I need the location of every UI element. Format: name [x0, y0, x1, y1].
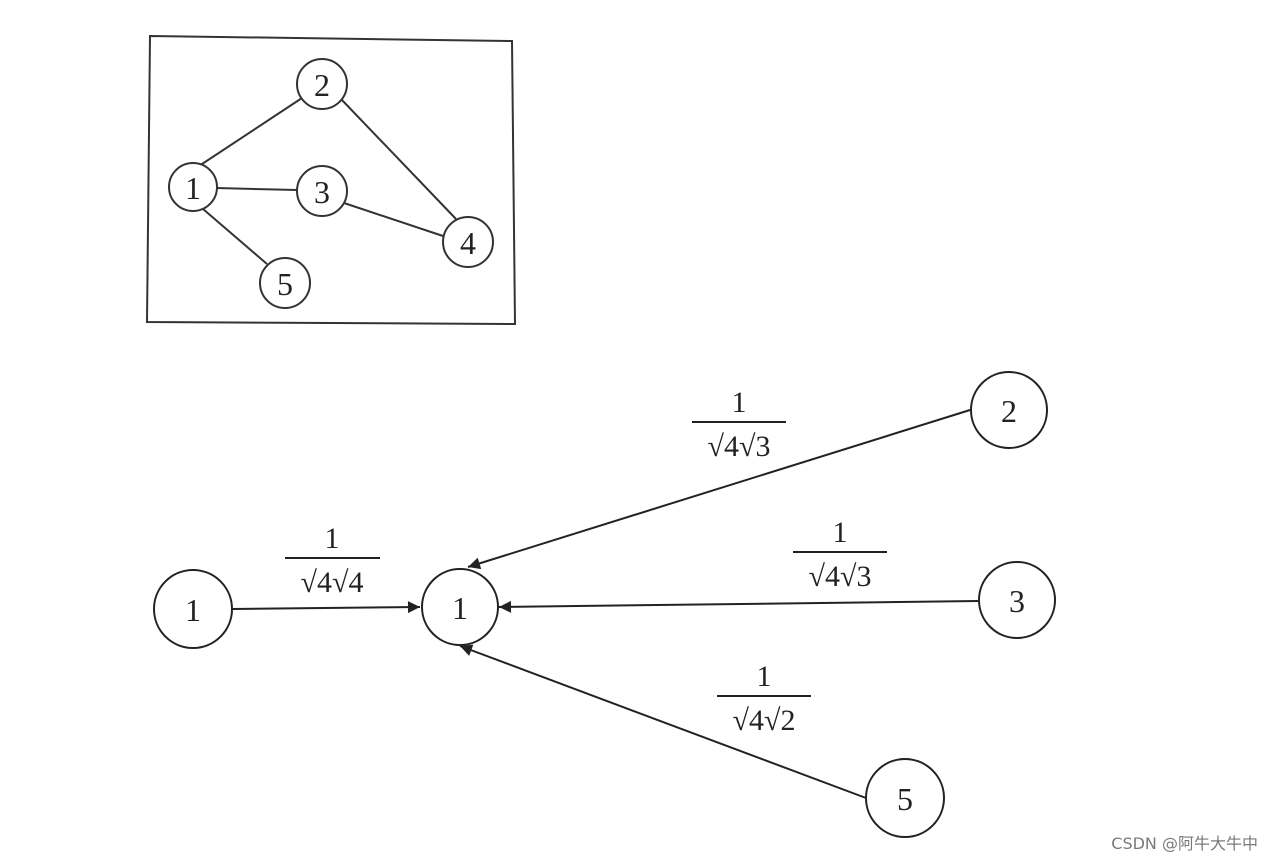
- source-node-label: 5: [897, 781, 913, 817]
- message-arrow: [231, 601, 421, 614]
- graph-inset: 1 2 3 4 5: [145, 34, 517, 326]
- graph-edge-1-2: [198, 97, 303, 167]
- target-node-label: 1: [452, 590, 468, 626]
- graph-node-label: 3: [314, 174, 330, 210]
- weight-denominator: √4√3: [708, 430, 771, 463]
- weight-numerator: 1: [833, 516, 848, 549]
- graph-node: 3: [296, 165, 348, 217]
- weight-denominator: √4√3: [809, 560, 872, 593]
- graph-edge-1-3: [215, 187, 298, 191]
- graph-node-label: 1: [185, 170, 201, 206]
- weight-numerator: 1: [757, 660, 772, 693]
- edge-weight: 1 √4√4: [285, 522, 380, 599]
- watermark: CSDN @阿牛大牛中: [1111, 834, 1258, 853]
- source-node: 1: [153, 569, 233, 649]
- edge-weight: 1 √4√3: [692, 386, 786, 463]
- edge-weight: 1 √4√2: [717, 660, 811, 737]
- edge-weight: 1 √4√3: [793, 516, 887, 593]
- graph-node-label: 2: [314, 67, 330, 103]
- weight-denominator: √4√2: [733, 704, 796, 737]
- weight-numerator: 1: [732, 386, 747, 419]
- graph-edge-1-5: [202, 208, 268, 265]
- graph-node-label: 5: [277, 266, 293, 302]
- aggregation-diagram: 1 1 2 3 5 1 √4√4 1 √4√3: [153, 371, 1056, 838]
- source-node-label: 1: [185, 592, 201, 628]
- weight-numerator: 1: [325, 522, 340, 555]
- graph-node: 2: [296, 58, 348, 110]
- message-arrow: [467, 409, 971, 570]
- source-node: 5: [865, 758, 945, 838]
- graph-node: 4: [442, 216, 494, 268]
- graph-node-label: 4: [460, 225, 476, 261]
- source-node-label: 2: [1001, 393, 1017, 429]
- message-arrow: [459, 644, 867, 799]
- graph-node: 5: [259, 257, 311, 309]
- source-node-label: 3: [1009, 583, 1025, 619]
- graph-node: 1: [168, 162, 218, 212]
- weight-denominator: √4√4: [301, 566, 364, 599]
- target-node: 1: [421, 568, 499, 646]
- graph-edge-3-4: [343, 202, 444, 237]
- source-node: 2: [970, 371, 1048, 449]
- message-arrow: [498, 600, 979, 613]
- graph-edge-2-4: [340, 98, 457, 220]
- graph-frame: [145, 34, 517, 326]
- source-node: 3: [978, 561, 1056, 639]
